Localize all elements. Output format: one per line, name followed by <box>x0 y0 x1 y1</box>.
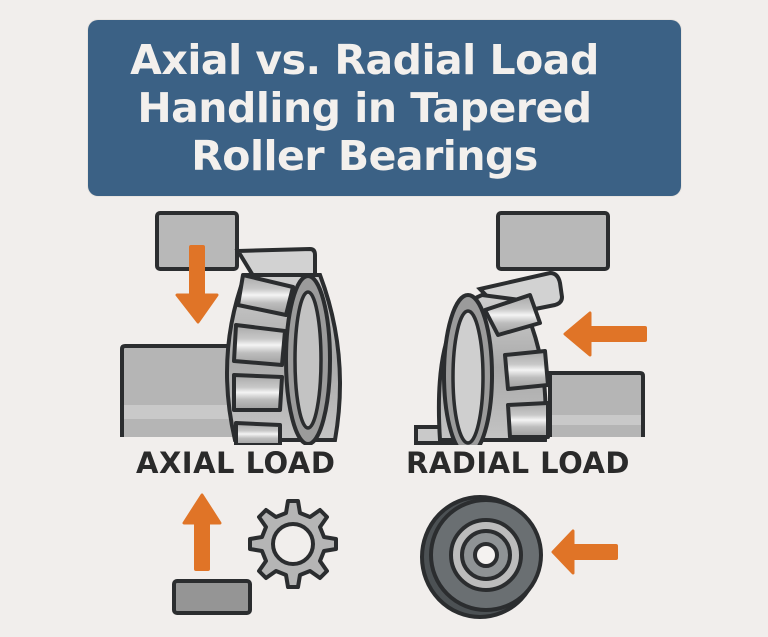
tapered-roller-bearing-icon <box>436 292 550 445</box>
arrow-left-icon <box>551 529 618 575</box>
wheel-icon <box>420 495 543 619</box>
radial-load-label: RADIAL LOAD <box>406 446 630 480</box>
shaft-icon <box>120 344 242 437</box>
title-line-2: Handling in Tapered <box>137 84 592 132</box>
housing-block-icon <box>496 211 610 271</box>
axial-load-illustration <box>110 205 360 445</box>
gear-icon <box>248 499 338 589</box>
base-block-icon <box>172 579 252 615</box>
arrow-left-icon <box>563 311 647 357</box>
axial-gear-illustration <box>160 485 350 625</box>
axial-load-label: AXIAL LOAD <box>136 446 336 480</box>
tapered-roller-bearing-icon <box>225 273 342 445</box>
title-line-3: Roller Bearings <box>191 132 538 180</box>
title-line-1: Axial vs. Radial Load <box>130 36 599 84</box>
title-banner: Axial vs. Radial Load Handling in Tapere… <box>88 20 681 196</box>
arrow-down-icon <box>175 245 219 324</box>
shaft-icon <box>548 371 645 437</box>
radial-load-illustration <box>410 205 660 445</box>
arrow-up-icon <box>182 493 222 571</box>
radial-wheel-illustration <box>410 485 640 625</box>
